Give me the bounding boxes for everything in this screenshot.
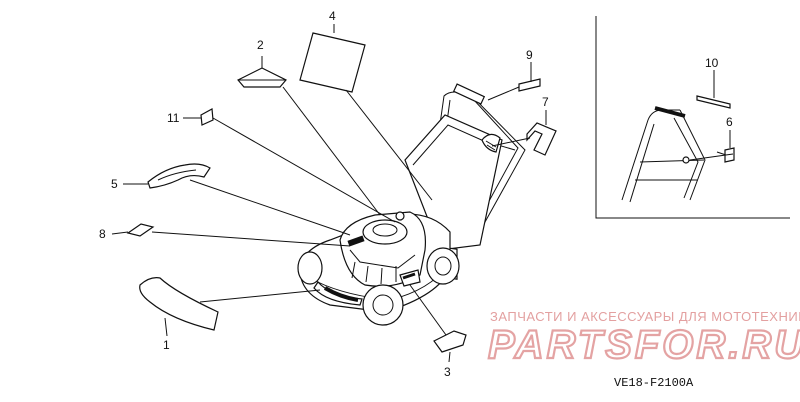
- lawn-mower-illustration: [297, 83, 526, 326]
- inset-frame: [595, 16, 790, 219]
- part-11-label: [200, 108, 214, 126]
- part-2-label: [237, 67, 287, 88]
- part-10-strip: [696, 95, 731, 109]
- callout-6: 6: [726, 115, 733, 129]
- watermark-brand: PARTSFOR.RU: [488, 323, 800, 367]
- callout-9: 9: [526, 48, 533, 62]
- leader-lines: [111, 24, 734, 363]
- diagram-code: VE18-F2100A: [614, 376, 694, 390]
- part-6-tag: [724, 147, 735, 163]
- part-8-label: [126, 223, 155, 237]
- part-1-front-decal: [139, 277, 219, 331]
- part-7-clip: [526, 122, 557, 156]
- part-5-decal: [147, 163, 211, 189]
- callout-11: 11: [167, 111, 180, 125]
- callout-7: 7: [542, 95, 549, 109]
- part-9-tag: [518, 78, 541, 92]
- inset-handle-illustration: [621, 106, 706, 203]
- callout-1: 1: [163, 338, 170, 352]
- callout-2: 2: [257, 38, 264, 52]
- callout-labels: 1 2 3 4 5 6 7 8 9 10 11: [99, 9, 733, 379]
- callout-4: 4: [329, 9, 336, 23]
- callout-10: 10: [705, 56, 719, 70]
- callout-3: 3: [444, 365, 451, 379]
- part-4-bag-label: [299, 32, 366, 93]
- callout-8: 8: [99, 227, 106, 241]
- part-3-label: [433, 330, 467, 353]
- callout-5: 5: [111, 177, 118, 191]
- watermark-subtitle: ЗАПЧАСТИ И АКСЕССУАРЫ ДЛЯ МОТОТЕХНИКИ: [490, 309, 800, 324]
